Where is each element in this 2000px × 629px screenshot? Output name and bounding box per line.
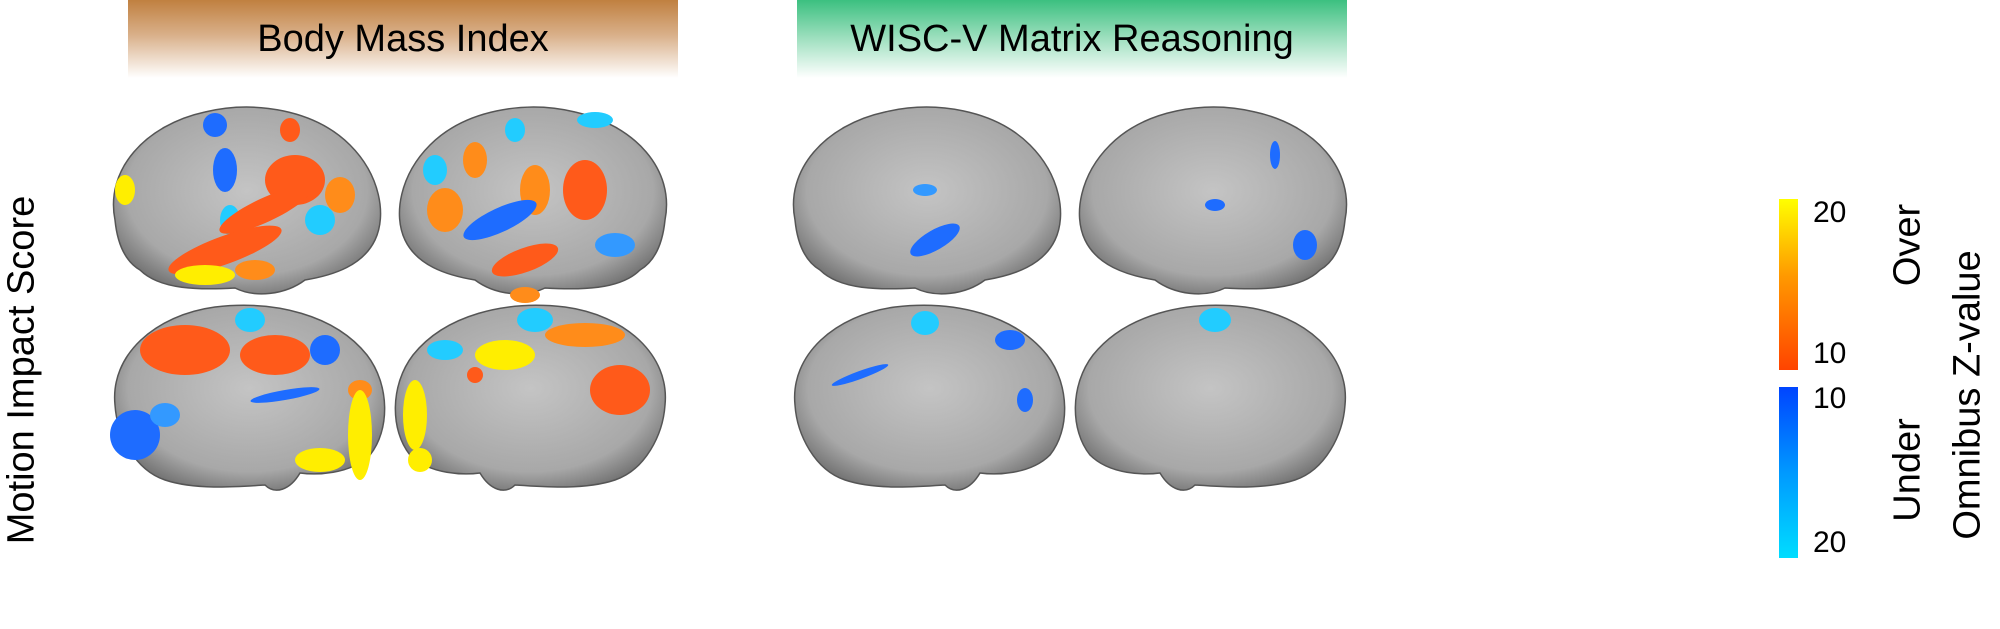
brain-wisc-right-medial — [1074, 304, 1347, 491]
brain-wisc-left-lateral — [792, 106, 1062, 295]
activation-region — [235, 308, 265, 332]
activation-region — [911, 311, 939, 335]
colorbar-under — [1779, 387, 1798, 558]
activation-region — [219, 186, 311, 234]
activation-region — [910, 223, 960, 257]
activation-region — [545, 323, 625, 347]
activation-region — [510, 287, 540, 303]
activation-region — [427, 340, 463, 360]
activation-region — [995, 330, 1025, 350]
activation-region — [517, 308, 553, 332]
activation-region — [913, 184, 937, 196]
activation-region — [140, 325, 230, 375]
activation-region — [305, 205, 335, 235]
activation-region — [463, 199, 537, 241]
activation-region — [203, 113, 227, 137]
activation-region — [467, 367, 483, 383]
activation-region — [150, 403, 180, 427]
brain-wisc-left-medial — [793, 304, 1066, 491]
brain-bmi-left-lateral — [112, 106, 382, 295]
activation-region — [110, 410, 160, 460]
activation-region — [505, 118, 525, 142]
activation-region — [595, 233, 635, 257]
activation-region — [463, 142, 487, 178]
activation-region — [563, 160, 607, 220]
panel-header-bmi: Body Mass Index — [128, 0, 678, 78]
activation-region — [427, 188, 463, 232]
panel-header-wisc: WISC-V Matrix Reasoning — [797, 0, 1347, 78]
label-over: Over — [1886, 203, 1929, 287]
colorbar-title: Omnibus Z-value — [1946, 250, 1989, 540]
activation-region — [475, 340, 535, 370]
brain-bmi-right-medial — [394, 304, 667, 491]
activation-region — [115, 175, 135, 205]
activation-region — [213, 148, 237, 192]
activation-region — [403, 380, 427, 450]
colorbar-over — [1779, 199, 1798, 370]
activation-region — [1293, 230, 1317, 260]
activation-region — [280, 118, 300, 142]
activation-region — [1270, 141, 1280, 169]
brain-bmi-left-medial — [110, 304, 386, 491]
activation-region — [310, 335, 340, 365]
tick-under-min: 10 — [1813, 382, 1847, 415]
activation-region — [235, 260, 275, 280]
activation-region — [577, 112, 613, 128]
brain-bmi-right-lateral — [398, 106, 668, 303]
activation-region — [590, 365, 650, 415]
activation-region — [1017, 388, 1033, 412]
tick-under-max: 20 — [1813, 526, 1847, 559]
activation-region — [1199, 308, 1231, 332]
activation-region — [295, 448, 345, 472]
activation-region — [491, 243, 559, 277]
activation-region — [175, 265, 235, 285]
panel-title-wisc: WISC-V Matrix Reasoning — [850, 17, 1294, 60]
activation-region — [831, 364, 889, 386]
activation-region — [250, 387, 320, 403]
activation-region — [240, 335, 310, 375]
tick-over-min: 10 — [1813, 337, 1847, 370]
activation-region — [423, 155, 447, 185]
brain-wisc-right-lateral — [1078, 106, 1348, 295]
activation-region — [348, 390, 372, 480]
panel-title-bmi: Body Mass Index — [257, 17, 549, 60]
activation-region — [325, 177, 355, 213]
activation-region — [408, 448, 432, 472]
activation-region — [168, 225, 282, 275]
label-under: Under — [1886, 418, 1929, 522]
activation-region — [1205, 199, 1225, 211]
tick-over-max: 20 — [1813, 196, 1847, 229]
